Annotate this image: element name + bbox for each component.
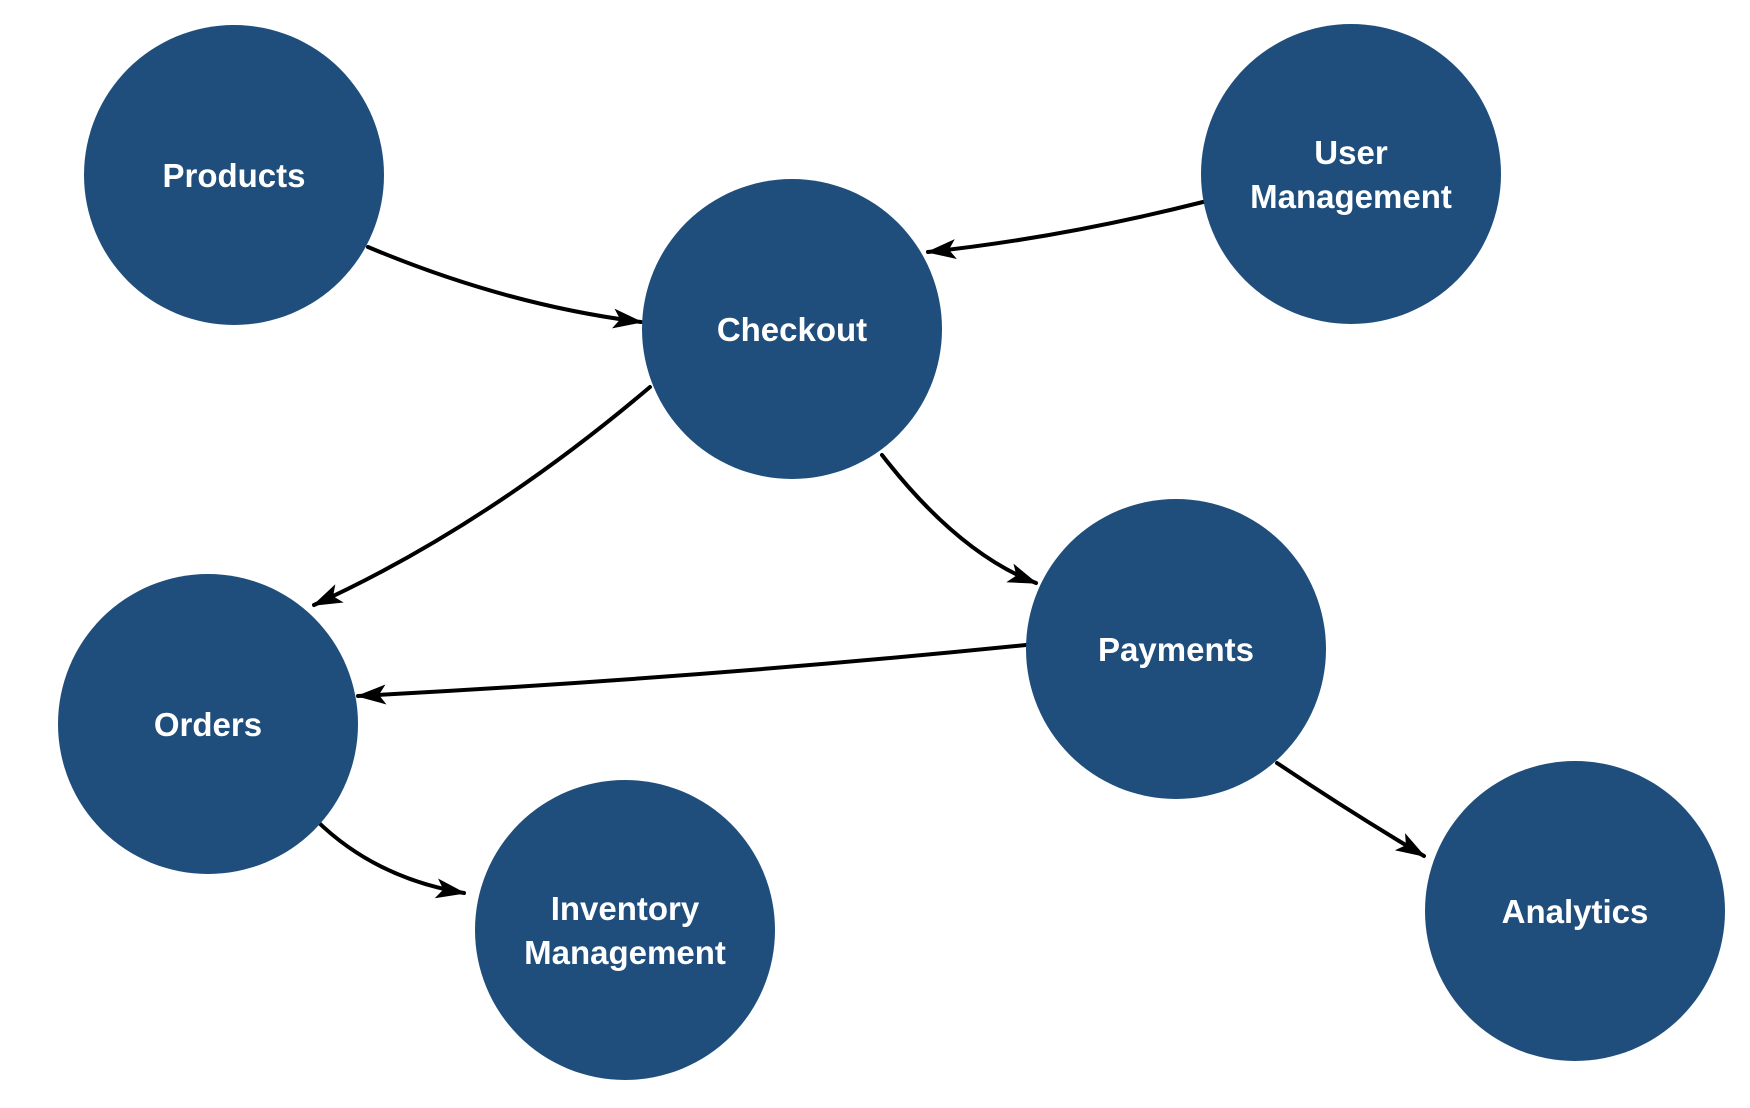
- edge-payments-to-analytics: [1275, 761, 1426, 858]
- orders-circle: [58, 574, 358, 874]
- edge-products-to-checkout: [366, 245, 643, 329]
- node-payments: Payments: [1026, 499, 1326, 799]
- user-management-circle: [1201, 24, 1501, 324]
- node-products: Products: [84, 25, 384, 325]
- products-label: Products: [162, 157, 305, 194]
- analytics-label: Analytics: [1502, 893, 1649, 930]
- node-analytics: Analytics: [1425, 761, 1725, 1061]
- edge-checkout-to-orders: [312, 385, 652, 607]
- node-orders: Orders: [58, 574, 358, 874]
- edge-user-management-to-checkout: [926, 200, 1205, 259]
- payments-circle: [1026, 499, 1326, 799]
- checkout-circle: [642, 179, 942, 479]
- payments-label: Payments: [1098, 631, 1254, 668]
- checkout-label: Checkout: [717, 311, 867, 348]
- inventory-management-circle: [475, 780, 775, 1080]
- analytics-circle: [1425, 761, 1725, 1061]
- orders-label: Orders: [154, 706, 262, 743]
- products-circle: [84, 25, 384, 325]
- edge-orders-to-inventory-management: [314, 818, 466, 899]
- edge-payments-to-orders: [356, 643, 1028, 705]
- node-checkout: Checkout: [642, 179, 942, 479]
- edge-checkout-to-payments: [880, 453, 1038, 585]
